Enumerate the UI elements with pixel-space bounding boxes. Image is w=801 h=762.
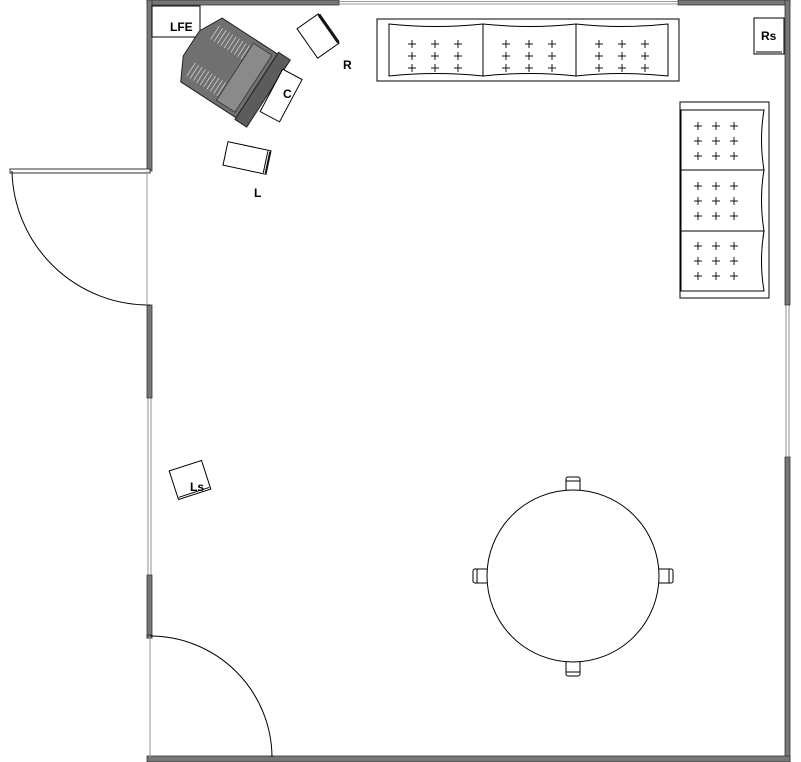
tuft-mark	[618, 40, 626, 48]
tuft-mark	[730, 152, 738, 160]
loveseat	[679, 101, 770, 299]
tuft-mark	[730, 212, 738, 220]
wall-left-lower	[146, 574, 153, 638]
speaker-center	[259, 68, 303, 123]
tuft-mark	[730, 272, 738, 280]
tuft-mark	[712, 272, 720, 280]
speaker-right	[296, 13, 340, 59]
speaker-left	[222, 141, 272, 175]
speaker-left-surround-label: Ls	[190, 480, 204, 494]
tuft-mark	[431, 64, 439, 72]
tuft-mark	[641, 40, 649, 48]
tuft-mark	[641, 64, 649, 72]
tuft-mark	[431, 52, 439, 60]
tuft-mark	[694, 137, 702, 145]
door-upper-left	[9, 168, 151, 306]
tuft-mark	[454, 52, 462, 60]
speaker-center-label: C	[283, 87, 292, 101]
tuft-mark	[730, 197, 738, 205]
tuft-mark	[712, 122, 720, 130]
tuft-mark	[694, 197, 702, 205]
tuft-mark	[548, 52, 556, 60]
tuft-mark	[712, 137, 720, 145]
tuft-mark	[730, 122, 738, 130]
speaker-right-surround: Rs	[753, 17, 785, 55]
tuft-mark	[694, 122, 702, 130]
tuft-mark	[525, 52, 533, 60]
tuft-mark	[712, 242, 720, 250]
tuft-mark	[694, 152, 702, 160]
chair-bottom	[565, 660, 581, 677]
speaker-left-surround	[168, 459, 212, 501]
tuft-mark	[525, 64, 533, 72]
tuft-mark	[502, 52, 510, 60]
tuft-mark	[548, 40, 556, 48]
tuft-mark	[595, 64, 603, 72]
wall-right-lower	[784, 456, 791, 762]
tuft-mark	[548, 64, 556, 72]
tuft-mark	[502, 64, 510, 72]
tuft-mark	[595, 52, 603, 60]
speaker-left-label: L	[254, 186, 261, 200]
tuft-mark	[502, 40, 510, 48]
wall-top-left	[146, 0, 340, 6]
chair-left	[472, 568, 489, 584]
sofa-cushion	[575, 23, 669, 77]
tuft-mark	[694, 242, 702, 250]
tuft-mark	[694, 212, 702, 220]
tuft-mark	[730, 137, 738, 145]
tuft-mark	[525, 40, 533, 48]
tuft-mark	[712, 182, 720, 190]
chair-right	[657, 568, 674, 584]
speaker-right-surround-label: Rs	[761, 29, 777, 43]
sofa	[376, 18, 680, 82]
wall-left-upper	[146, 0, 153, 172]
dining-set	[472, 476, 674, 677]
tuft-mark	[730, 182, 738, 190]
tuft-mark	[454, 64, 462, 72]
wall-top-right	[677, 0, 791, 6]
tuft-mark	[694, 272, 702, 280]
tuft-mark	[730, 257, 738, 265]
tuft-mark	[408, 40, 416, 48]
loveseat-cushion	[680, 109, 765, 171]
tuft-mark	[431, 40, 439, 48]
speaker-lfe: LFE	[151, 5, 201, 38]
tuft-mark	[408, 64, 416, 72]
tuft-mark	[408, 52, 416, 60]
wall-left-middle	[146, 304, 153, 399]
loveseat-tufts	[694, 122, 738, 280]
tuft-mark	[712, 257, 720, 265]
tuft-mark	[641, 52, 649, 60]
tuft-mark	[712, 152, 720, 160]
tuft-mark	[694, 257, 702, 265]
tuft-mark	[694, 182, 702, 190]
tuft-mark	[595, 40, 603, 48]
dining-table	[486, 489, 660, 663]
tuft-mark	[618, 52, 626, 60]
tuft-mark	[712, 212, 720, 220]
tuft-mark	[712, 197, 720, 205]
loveseat-cushion	[680, 169, 765, 232]
tuft-mark	[454, 40, 462, 48]
windows	[147, 1, 790, 575]
wall-bottom	[146, 755, 791, 762]
sofa-tufts	[408, 40, 649, 72]
tuft-mark	[618, 64, 626, 72]
tv-console	[180, 17, 291, 128]
speaker-right-label: R	[343, 58, 352, 72]
speaker-lfe-label: LFE	[170, 20, 193, 34]
loveseat-cushion	[680, 230, 765, 292]
tuft-mark	[730, 242, 738, 250]
wall-right-upper	[784, 0, 791, 306]
door-lower-left	[146, 634, 273, 758]
